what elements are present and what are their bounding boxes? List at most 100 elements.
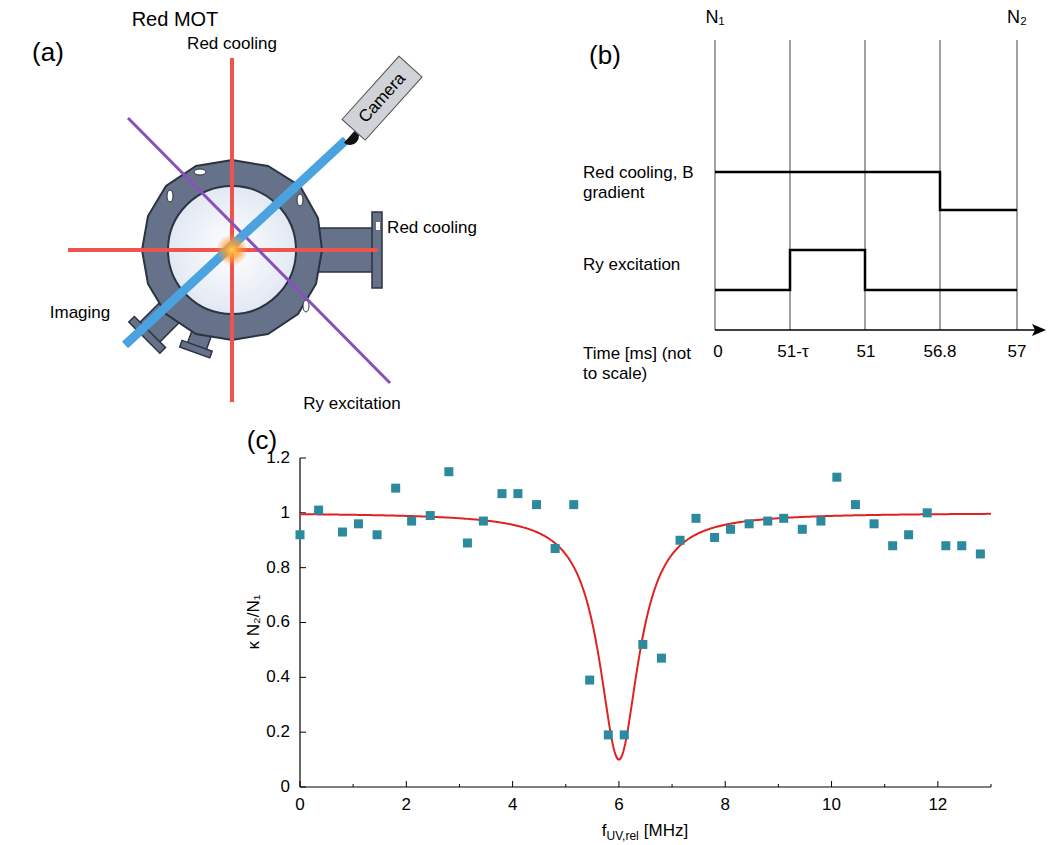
data-point	[941, 541, 950, 550]
tick-label: 8	[720, 795, 729, 815]
tick	[512, 781, 513, 787]
data-point	[426, 511, 435, 520]
x-axis	[300, 786, 991, 787]
tick-label: 4	[508, 795, 517, 815]
data-point	[745, 519, 754, 528]
data-point	[407, 517, 416, 526]
tick-label: 2	[402, 795, 411, 815]
data-point	[904, 530, 913, 539]
tick-label: 51	[857, 342, 876, 362]
data-point	[657, 654, 666, 663]
tick-label: 0	[713, 342, 722, 362]
tick	[991, 784, 992, 787]
timing-grid	[715, 40, 1017, 330]
tick-label: 57	[1008, 342, 1027, 362]
text-label: Red cooling, B gradient	[583, 163, 703, 203]
text-label: (a)	[32, 37, 64, 68]
data-point	[923, 508, 932, 517]
tick-label: 0.6	[266, 612, 290, 632]
text-label: UV,rel	[607, 829, 639, 843]
lorentzian-fit	[300, 514, 991, 760]
tick	[937, 781, 938, 787]
data-point	[551, 544, 560, 553]
text-label: Imaging	[50, 303, 110, 323]
data-point	[479, 517, 488, 526]
cooling-signal	[715, 172, 1017, 210]
tick	[353, 784, 354, 787]
data-point	[620, 730, 629, 739]
data-point	[604, 730, 613, 739]
tick	[565, 784, 566, 787]
data-point	[569, 500, 578, 509]
rydberg-beam	[128, 118, 390, 383]
data-point	[391, 484, 400, 493]
data-point	[870, 519, 879, 528]
text-label: N₁	[705, 7, 724, 28]
data-point	[296, 530, 305, 539]
data-point	[497, 489, 506, 498]
data-point	[710, 533, 719, 542]
tick-label: 1	[281, 503, 290, 523]
text-label: Red cooling	[187, 34, 277, 54]
vacuum-chamber	[129, 160, 382, 358]
data-point	[779, 514, 788, 523]
text-label: Ry excitation	[583, 255, 680, 275]
tick	[618, 781, 619, 787]
tick-label: 0	[295, 795, 304, 815]
data-point	[532, 500, 541, 509]
tick	[778, 784, 779, 787]
tick	[300, 512, 306, 513]
tick	[884, 784, 885, 787]
tick-label: 0	[281, 777, 290, 797]
data-point	[676, 536, 685, 545]
tick-label: 6	[614, 795, 623, 815]
tick-label: 1.2	[266, 448, 290, 468]
data-point	[957, 541, 966, 550]
tick-label: 51-τ	[777, 342, 808, 362]
data-point	[338, 528, 347, 537]
data-point	[585, 676, 594, 685]
text-label: N₂	[1007, 7, 1027, 28]
text-label: Red cooling	[387, 218, 477, 238]
data-point	[638, 640, 647, 649]
time-axis	[715, 329, 1036, 331]
chart	[296, 458, 992, 787]
tick	[300, 787, 306, 788]
data-point	[798, 525, 807, 534]
tick-label: 0.8	[266, 558, 290, 578]
data-point	[976, 549, 985, 558]
tick-label: 10	[822, 795, 841, 815]
text-label: Red MOT	[132, 8, 219, 32]
data-point	[444, 467, 453, 476]
excitation-signal	[715, 250, 1017, 290]
data-point	[851, 500, 860, 509]
tick-label: 0.2	[266, 722, 290, 742]
tick	[725, 781, 726, 787]
data-point	[463, 538, 472, 547]
data-point	[888, 541, 897, 550]
data-point	[373, 530, 382, 539]
tick	[459, 784, 460, 787]
text-label: [MHz]	[644, 821, 688, 841]
node-text: Camera	[354, 69, 409, 127]
tick	[300, 781, 301, 787]
data-point	[816, 517, 825, 526]
tick	[300, 458, 306, 459]
tick-label: 12	[928, 795, 947, 815]
tick	[300, 677, 306, 678]
tick	[300, 567, 306, 568]
data-point	[832, 473, 841, 482]
camera-box: Camera	[341, 55, 423, 141]
tick	[672, 784, 673, 787]
data-point	[314, 506, 323, 515]
time-arrow	[1032, 324, 1046, 336]
data-point	[691, 514, 700, 523]
tick-label: 56.8	[923, 342, 956, 362]
atom-cloud	[216, 234, 248, 266]
tick-label: 0.4	[266, 667, 290, 687]
tick	[300, 732, 306, 733]
text-label: κ N₂/N₁	[244, 595, 264, 650]
text-label: Ry excitation	[303, 394, 400, 414]
data-point	[726, 525, 735, 534]
